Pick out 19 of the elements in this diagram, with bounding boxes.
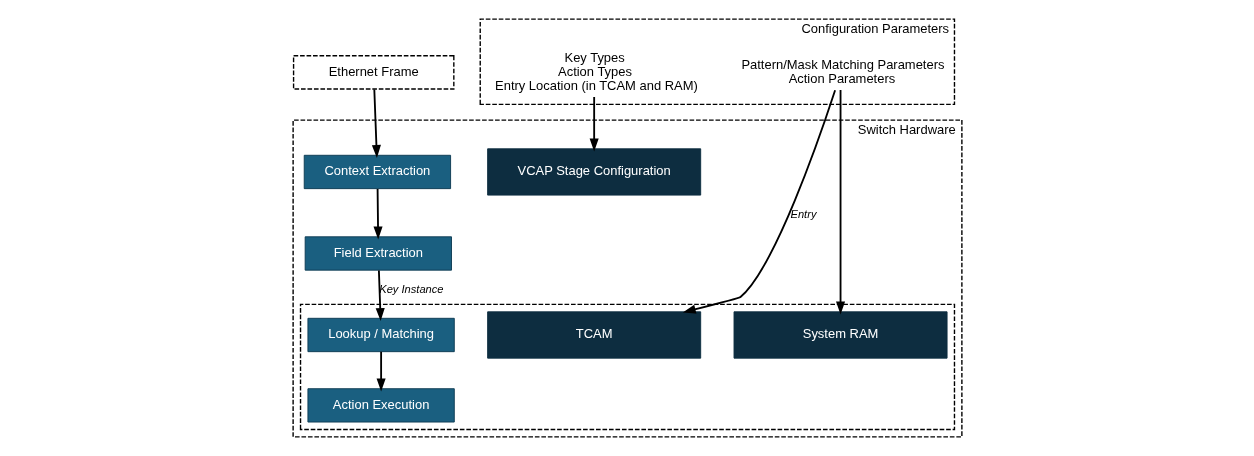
node-box: Lookup / Matching	[306, 317, 455, 353]
arrow	[589, 96, 599, 152]
arrow	[371, 88, 381, 158]
edge-label: Key Instance	[378, 282, 443, 295]
node-text: Key Types Action Types Entry Location (in TCAM and RAM)	[494, 49, 698, 93]
node-box: Field Extraction	[304, 236, 452, 271]
node-box: Context Extraction	[303, 154, 451, 190]
node-box: System RAM	[733, 311, 948, 359]
arrow	[375, 269, 385, 322]
node-box: Action Execution	[306, 388, 455, 423]
node-text: Pattern/Mask Matching Parameters Action Parameters	[740, 56, 944, 86]
arrow	[376, 350, 386, 392]
edge-label: Entry	[790, 207, 816, 220]
node-box: TCAM	[486, 311, 701, 359]
arrow	[373, 188, 383, 240]
node-box: Ethernet Frame	[292, 55, 454, 90]
arrow	[682, 89, 836, 314]
node-box: VCAP Stage Configuration	[486, 148, 701, 196]
arrow	[835, 89, 845, 315]
